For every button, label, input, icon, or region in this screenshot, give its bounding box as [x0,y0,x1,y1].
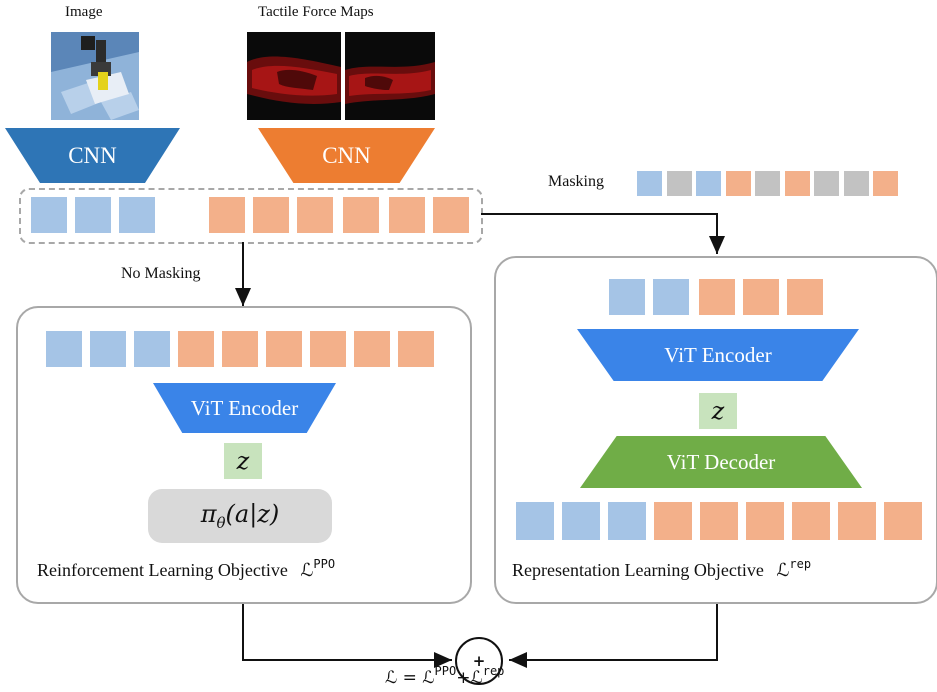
left-encoder-image-token [46,331,82,367]
rl-loss-L: ℒ [300,560,314,581]
tactile-label: Tactile Force Maps [258,4,374,20]
masking-masked-token [843,171,869,196]
total-loss-equation: ℒ = ℒPPO+ℒrep [385,664,504,688]
total-loss-term1-sup: PPO [434,664,457,678]
vit-encoder-right-label: ViT Encoder [664,342,772,367]
decoder-image-token [562,502,600,540]
decoder-tactile-token [838,502,876,540]
masking-tactile-token [873,171,898,196]
cnn-tactile-label: CNN [322,142,371,168]
rl-loss-symbol: ℒPPO [300,557,336,581]
no-masking-label: No Masking [121,265,201,282]
input-tactile-token [433,197,469,233]
rep-loss-sup: rep [789,557,812,571]
total-loss-lhs: ℒ = [385,668,423,688]
robot-image [51,32,139,120]
input-tactile-token [253,197,289,233]
policy-pi: π [200,500,217,529]
cnn-image-encoder: CNN [5,128,180,183]
rep-objective-text: Representation Learning Objective [512,560,764,580]
vit-decoder-label: ViT Decoder [666,449,776,474]
policy-expression: πθ(a|z) [201,500,280,532]
plus-sign: + [472,652,486,670]
input-image-token [31,197,67,233]
rl-loss-sup: PPO [313,557,336,571]
cnn-tactile-encoder: CNN [258,128,435,183]
left-encoder-tactile-token [354,331,390,367]
cnn-image-label: CNN [68,142,117,168]
decoder-image-token [516,502,554,540]
decoder-tactile-token [792,502,830,540]
latent-z-right: z [699,393,737,429]
rep-loss-L: ℒ [776,560,790,581]
masking-masked-token [814,171,839,196]
right-encoder-image-token [653,279,689,315]
image-label: Image [65,4,103,20]
decoder-image-token [608,502,646,540]
latent-z-left: z [224,443,262,479]
total-loss-term2: ℒ [470,668,483,688]
vit-encoder-right: ViT Encoder [577,329,859,381]
left-encoder-tactile-token [178,331,214,367]
input-tactile-token [389,197,425,233]
decoder-tactile-token [884,502,922,540]
masking-masked-token [755,171,780,196]
policy-args: (a|z) [225,500,280,529]
decoder-tactile-token [746,502,784,540]
right-encoder-tactile-token [787,279,823,315]
tactile-map-right [345,32,435,120]
left-encoder-image-token [134,331,170,367]
left-encoder-image-token [90,331,126,367]
left-encoder-tactile-token [398,331,434,367]
rl-objective-text: Reinforcement Learning Objective [37,560,288,580]
masking-image-token [637,171,662,196]
input-image-token [75,197,111,233]
left-encoder-tactile-token [222,331,258,367]
total-loss-term1: ℒ [422,668,435,688]
masking-tactile-token [725,171,751,196]
masking-tactile-token [784,171,810,196]
input-tactile-token [297,197,333,233]
sum-node: + [455,637,503,685]
tactile-map-left [247,32,341,120]
input-tactile-token [343,197,379,233]
decoder-tactile-token [654,502,692,540]
vit-encoder-left: ViT Encoder [153,383,336,433]
rep-loss-symbol: ℒrep [776,557,812,581]
masking-label: Masking [548,173,604,190]
input-image-token [119,197,155,233]
rl-objective: Reinforcement Learning Objective ℒPPO [37,557,336,581]
masking-masked-token [666,171,692,196]
total-loss-op: + [456,668,471,688]
total-loss-term2-sup: rep [482,664,505,678]
right-encoder-tactile-token [743,279,779,315]
vit-decoder: ViT Decoder [580,436,862,488]
masking-image-token [696,171,721,196]
decoder-tactile-token [700,502,738,540]
right-encoder-tactile-token [699,279,735,315]
rep-objective: Representation Learning Objective ℒrep [512,557,812,581]
left-encoder-tactile-token [310,331,346,367]
input-token-group [19,188,483,244]
policy-theta: θ [216,513,226,532]
vit-encoder-left-label: ViT Encoder [190,395,299,420]
right-encoder-image-token [609,279,645,315]
policy-box: πθ(a|z) [148,489,332,543]
left-encoder-tactile-token [266,331,302,367]
input-tactile-token [209,197,245,233]
